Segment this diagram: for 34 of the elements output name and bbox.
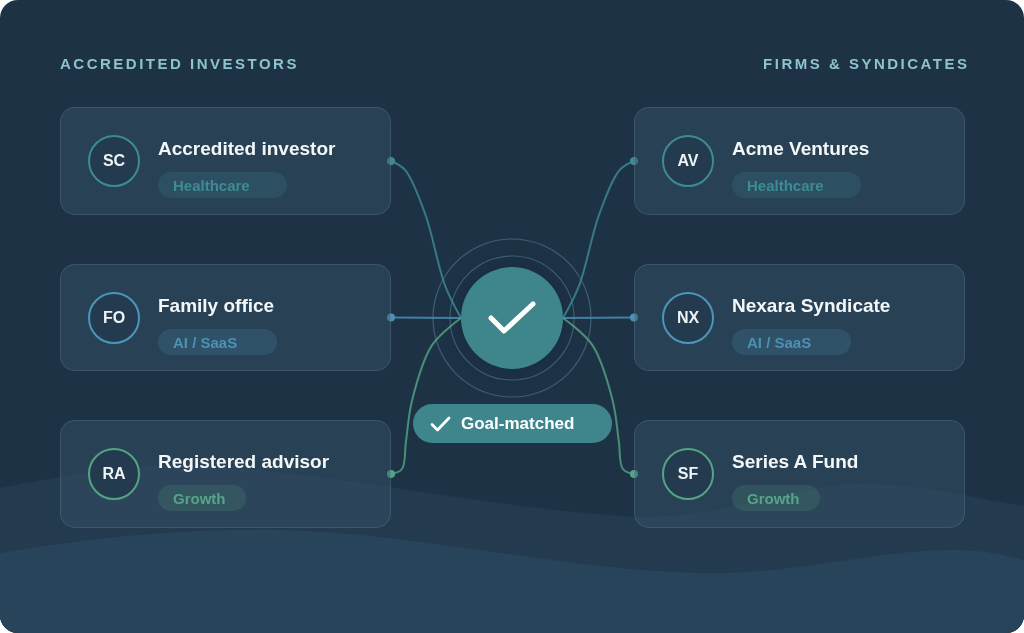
column-heading: FIRMS & SYNDICATES xyxy=(763,55,970,73)
sector-tag: Growth xyxy=(158,485,246,511)
initials-avatar: SF xyxy=(662,448,714,500)
sector-tag: AI / SaaS xyxy=(158,329,277,355)
connector-line xyxy=(562,313,638,322)
initials-avatar: AV xyxy=(662,135,714,187)
profile-card xyxy=(60,264,391,371)
card-title: Accredited investor xyxy=(158,138,336,160)
card-title: Registered advisor xyxy=(158,451,330,473)
sector-tag: Healthcare xyxy=(158,172,287,198)
connector-line xyxy=(387,313,462,322)
connector-line xyxy=(562,317,638,478)
profile-card xyxy=(634,264,965,371)
column-heading: ACCREDITED INVESTORS xyxy=(60,55,299,73)
sector-tag: Healthcare xyxy=(732,172,861,198)
badge-label: Goal-matched xyxy=(461,413,575,434)
profile-card xyxy=(60,420,391,528)
initials-avatar: NX xyxy=(662,292,714,344)
profile-card xyxy=(634,420,965,528)
sector-tag: AI / SaaS xyxy=(732,329,851,355)
connector-line xyxy=(387,157,462,319)
match-badge xyxy=(413,404,612,443)
card-title: Nexara Syndicate xyxy=(732,295,891,317)
profile-card xyxy=(634,107,965,215)
initials-avatar: RA xyxy=(88,448,140,500)
connector-line xyxy=(387,317,462,478)
card-title: Acme Ventures xyxy=(732,138,870,160)
initials-avatar: FO xyxy=(88,292,140,344)
sector-tag: Growth xyxy=(732,485,820,511)
connector-line xyxy=(562,157,638,319)
initials-avatar: SC xyxy=(88,135,140,187)
profile-card xyxy=(60,107,391,215)
card-title: Family office xyxy=(158,295,275,317)
card-title: Series A Fund xyxy=(732,451,859,473)
